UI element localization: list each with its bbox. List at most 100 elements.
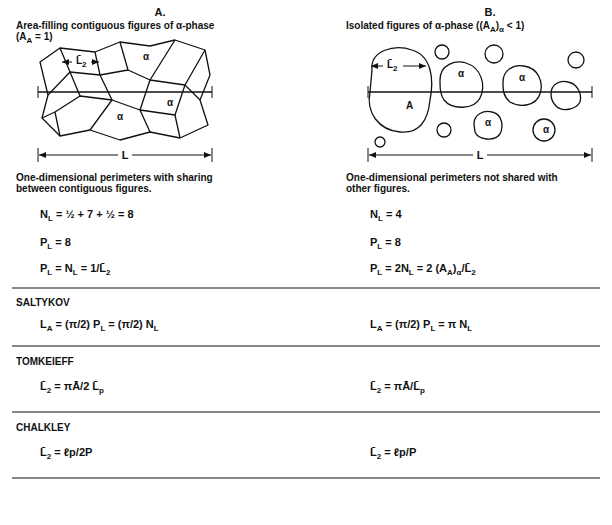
subscript: L xyxy=(378,214,383,223)
label-text: L̄ xyxy=(465,262,472,274)
label-text: = N xyxy=(52,262,72,274)
text-line: A. xyxy=(155,6,166,18)
label-text: = 8 xyxy=(382,236,401,248)
text-line: α xyxy=(115,111,125,123)
subscript: L xyxy=(73,268,78,277)
label-text: α xyxy=(167,97,173,108)
label-text: L̄ xyxy=(99,262,106,274)
label-text: = πĀ/L̄ xyxy=(381,380,420,392)
label-text: = 2 (A xyxy=(414,262,447,274)
label-text: A. xyxy=(155,6,166,18)
label-text: ) xyxy=(453,262,457,274)
text-line: NL = ½ + 7 + ½ = 8 xyxy=(40,208,134,225)
label-text: α xyxy=(458,68,464,79)
text-line: PL = 8 xyxy=(40,236,71,253)
label-text: L̄ xyxy=(370,446,377,458)
subscript: L xyxy=(47,268,52,277)
label-text: = (π/2) N xyxy=(105,318,153,330)
text-line: α xyxy=(456,68,466,80)
label-text: α xyxy=(519,72,525,83)
subscript: L xyxy=(154,324,159,333)
text-line: L̄2 = ℓp/2P xyxy=(40,446,92,463)
text-line: L̄2 = ℓp/P xyxy=(370,446,416,463)
isolated-figures xyxy=(369,45,584,147)
subscript: A xyxy=(490,25,496,34)
text-line: PL = 8 xyxy=(370,236,401,253)
label-text: = 1/ xyxy=(78,262,100,274)
label-text: P xyxy=(370,236,377,248)
label-text: < 1) xyxy=(504,20,524,31)
text-line: L xyxy=(120,149,131,162)
subscript: 2 xyxy=(471,268,475,277)
label-text: = 4 xyxy=(383,208,402,220)
label-text: = (π/2) P xyxy=(53,318,101,330)
label-text: ) xyxy=(496,20,499,31)
subscript: L xyxy=(377,242,382,251)
text-line: CHALKLEY xyxy=(16,422,70,434)
subscript: A xyxy=(377,324,383,333)
text-line: LA = (π/2) PL = π NL xyxy=(370,318,472,335)
subscript: A xyxy=(447,268,453,277)
label-text: = (π/2) P xyxy=(383,318,431,330)
label-text: between contiguous figures. xyxy=(16,183,152,194)
label-text: L xyxy=(122,149,129,161)
text-line: between contiguous figures. xyxy=(16,183,152,195)
subscript: 2 xyxy=(393,64,397,73)
text-line: Area-filling contiguous figures of α-pha… xyxy=(16,20,214,32)
label-text: = 1) xyxy=(32,31,52,42)
label-text: TOMKEIEFF xyxy=(16,356,74,367)
text-line: One-dimensional perimeters with sharing xyxy=(16,172,213,184)
subscript: p xyxy=(420,386,425,395)
label-text: A xyxy=(406,100,413,111)
text-line: α xyxy=(141,51,151,63)
label-text: L̄ xyxy=(40,446,47,458)
subscript: 2 xyxy=(47,452,51,461)
label-text: other figures. xyxy=(346,183,410,194)
label-text: Area-filling contiguous figures of α-pha… xyxy=(16,20,214,31)
subscript: L xyxy=(47,242,52,251)
text-line: L̄2 xyxy=(385,59,400,75)
subscript: A xyxy=(27,36,33,45)
label-text: P xyxy=(370,262,377,274)
text-line: LA = (π/2) PL = (π/2) NL xyxy=(40,318,159,335)
text-line: α xyxy=(541,124,551,136)
text-line: L̄2 xyxy=(74,55,89,71)
label-text: = ½ + 7 + ½ = 8 xyxy=(53,208,134,220)
subscript: p xyxy=(99,386,104,395)
subscript: L xyxy=(48,214,53,223)
subscript: 2 xyxy=(106,268,110,277)
label-text: = ℓp/2P xyxy=(51,446,92,458)
label-text: α xyxy=(143,51,149,62)
label-text: CHALKLEY xyxy=(16,422,70,433)
subscript: 2 xyxy=(377,386,381,395)
label-text: = π N xyxy=(435,318,467,330)
text-line: L̄2 = πĀ/2 L̄p xyxy=(40,380,104,397)
label-text: / xyxy=(461,262,464,274)
subscript: L xyxy=(377,268,382,277)
label-text: = 8 xyxy=(52,236,71,248)
text-line: L xyxy=(475,149,486,162)
label-text: L xyxy=(370,318,377,330)
text-line: α xyxy=(165,97,175,109)
label-text: N xyxy=(40,208,48,220)
label-text: N xyxy=(370,208,378,220)
text-line: L̄2 = πĀ/L̄p xyxy=(370,380,425,397)
text-line: TOMKEIEFF xyxy=(16,356,74,368)
label-text: P xyxy=(40,236,47,248)
subscript: L xyxy=(409,268,414,277)
label-text: Isolated figures of α-phase ((A xyxy=(346,20,490,31)
subscript: 2 xyxy=(82,60,86,69)
text-line: A xyxy=(404,100,415,112)
label-text: L̄ xyxy=(370,380,377,392)
label-text: L̄ xyxy=(387,59,393,70)
text-line: other figures. xyxy=(346,183,410,195)
section-rules xyxy=(12,288,600,478)
label-text: B. xyxy=(485,6,496,18)
text-line: PL = NL = 1/L̄2 xyxy=(40,262,111,279)
subscript: L xyxy=(100,324,105,333)
label-text: L xyxy=(477,149,484,161)
contiguous-figures xyxy=(40,40,210,140)
subscript: α xyxy=(457,268,462,277)
label-text: α xyxy=(543,124,549,135)
text-line: α xyxy=(517,72,527,84)
